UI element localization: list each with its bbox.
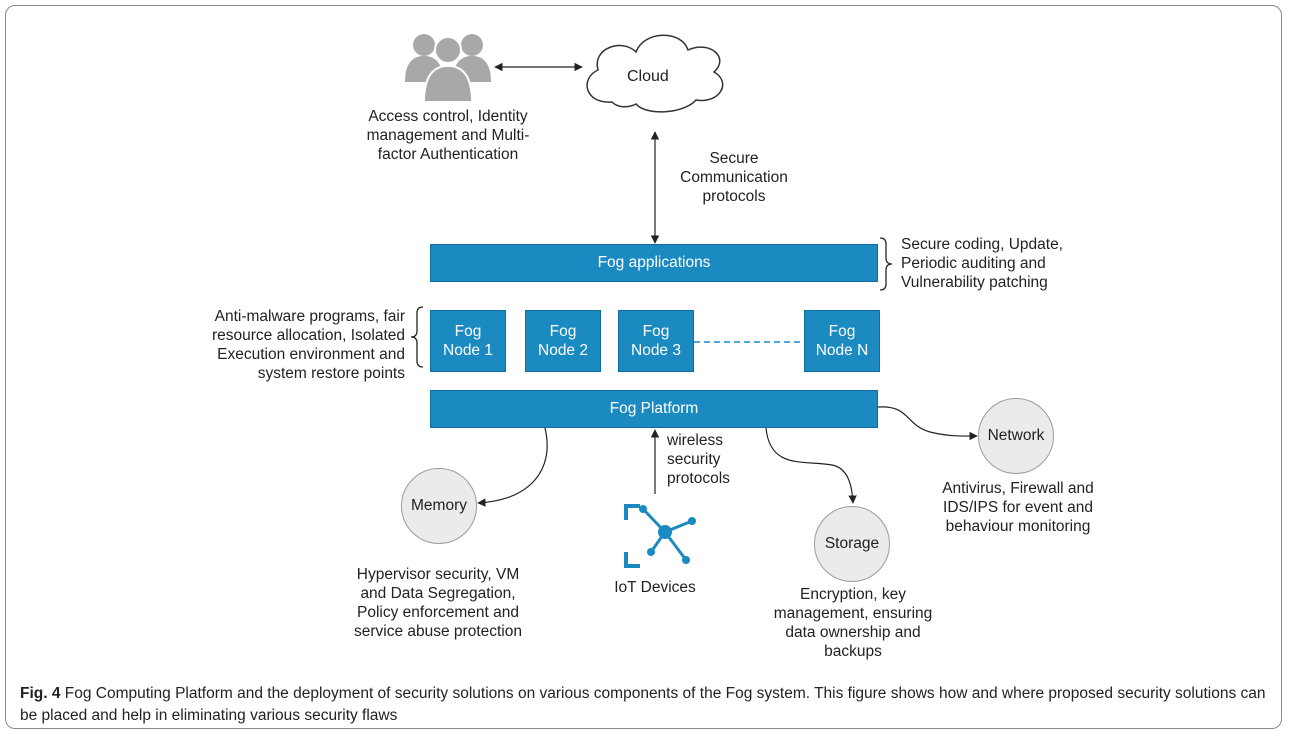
fog-node-1: Fog Node 1 <box>430 310 506 372</box>
figure-frame <box>5 5 1282 729</box>
fog-node-2: Fog Node 2 <box>525 310 601 372</box>
iot-devices-label: IoT Devices <box>614 579 696 596</box>
users-security-note: Access control, Identity management and … <box>366 108 530 163</box>
fog-applications-note: Secure coding, Update, Periodic auditing… <box>901 236 1063 291</box>
fog-platform-bar: Fog Platform <box>430 390 878 428</box>
iot-devices-icon <box>624 504 696 568</box>
platform-storage-connector <box>765 427 857 504</box>
figure-caption-text: Fog Computing Platform and the deploymen… <box>20 685 1266 724</box>
cloud-shape <box>586 34 724 113</box>
fog-nodes-brace <box>410 306 424 368</box>
storage-circle: Storage <box>814 506 890 582</box>
users-icon <box>405 34 491 103</box>
memory-note: Hypervisor security, VM and Data Segrega… <box>353 566 522 640</box>
platform-network-connector <box>877 406 978 441</box>
cloud-label: Cloud <box>627 68 669 85</box>
fog-node-3: Fog Node 3 <box>618 310 694 372</box>
fog-applications-bar: Fog applications <box>430 244 878 282</box>
figure-caption: Fig. 4 Fog Computing Platform and the de… <box>20 683 1270 727</box>
fog-nodes-note: Anti-malware programs, fair resource all… <box>211 308 405 382</box>
network-circle: Network <box>978 398 1054 474</box>
network-note: Antivirus, Firewall and IDS/IPS for even… <box>942 480 1094 535</box>
wireless-security-label: wireless security protocols <box>667 432 730 487</box>
memory-circle: Memory <box>401 468 477 544</box>
fog-node-n: Fog Node N <box>804 310 880 372</box>
fog-applications-brace <box>879 237 893 291</box>
secure-communication-label: Secure Communication protocols <box>680 150 788 205</box>
storage-note: Encryption, key management, ensuring dat… <box>773 586 933 660</box>
figure-caption-prefix: Fig. 4 <box>20 685 61 702</box>
platform-memory-connector <box>477 427 548 507</box>
